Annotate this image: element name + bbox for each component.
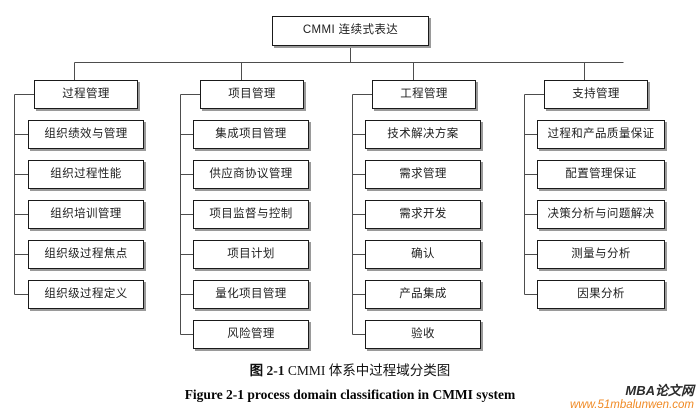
node-item[interactable]: 组织培训管理 [28, 200, 144, 229]
node-root[interactable]: CMMI 连续式表达 [272, 16, 429, 46]
node-item[interactable]: 组织级过程焦点 [28, 240, 144, 269]
node-item[interactable]: 风险管理 [193, 320, 309, 349]
watermark: MBA论文网 www.51mbalunwen.com [566, 384, 694, 411]
figure-caption-english: Figure 2-1 process domain classification… [184, 387, 516, 402]
watermark-brand: MBA论文网 [625, 383, 694, 398]
figure-number-cn: 图 2-1 [249, 363, 285, 378]
node-item[interactable]: 需求开发 [365, 200, 481, 229]
column-header-process-management[interactable]: 过程管理 [34, 80, 138, 109]
node-item[interactable]: 确认 [365, 240, 481, 269]
node-item[interactable]: 量化项目管理 [193, 280, 309, 309]
node-item[interactable]: 验收 [365, 320, 481, 349]
node-item[interactable]: 技术解决方案 [365, 120, 481, 149]
column-header-engineering-management[interactable]: 工程管理 [372, 80, 476, 109]
figure-caption-chinese: 图 2-1 CMMI 体系中过程域分类图 [0, 359, 700, 379]
figure-title-cn: CMMI 体系中过程域分类图 [287, 363, 451, 378]
node-item[interactable]: 供应商协议管理 [193, 160, 309, 189]
watermark-url: www.51mbalunwen.com [569, 398, 694, 411]
column-header-support-management[interactable]: 支持管理 [544, 80, 648, 109]
node-item[interactable]: 产品集成 [365, 280, 481, 309]
node-item[interactable]: 过程和产品质量保证 [537, 120, 665, 149]
node-item[interactable]: 测量与分析 [537, 240, 665, 269]
node-item[interactable]: 决策分析与问题解决 [537, 200, 665, 229]
node-item[interactable]: 组织级过程定义 [28, 280, 144, 309]
node-item[interactable]: 组织绩效与管理 [28, 120, 144, 149]
column-header-project-management[interactable]: 项目管理 [200, 80, 304, 109]
node-item[interactable]: 集成项目管理 [193, 120, 309, 149]
node-item[interactable]: 项目监督与控制 [193, 200, 309, 229]
node-item[interactable]: 因果分析 [537, 280, 665, 309]
node-item[interactable]: 配置管理保证 [537, 160, 665, 189]
node-item[interactable]: 项目计划 [193, 240, 309, 269]
node-item[interactable]: 组织过程性能 [28, 160, 144, 189]
node-item[interactable]: 需求管理 [365, 160, 481, 189]
